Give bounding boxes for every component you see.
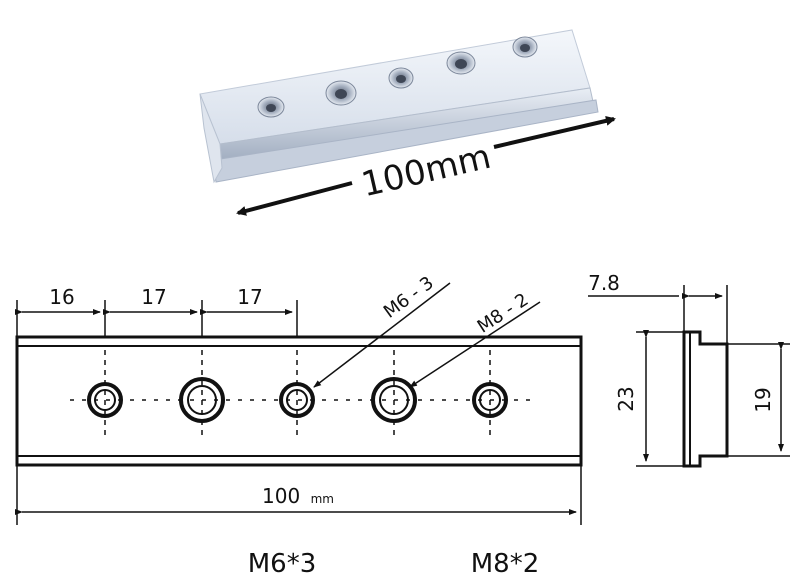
dim-text-7-8: 7.8 bbox=[588, 271, 620, 295]
photo-hole-2 bbox=[325, 80, 357, 106]
dim-text-17b: 17 bbox=[237, 285, 262, 309]
dim-text-16: 16 bbox=[49, 285, 74, 309]
front-view-drawing bbox=[15, 282, 583, 525]
dim-text-overall-value: 100 bbox=[262, 484, 300, 508]
dim-text-17a: 17 bbox=[141, 285, 166, 309]
caption-m6: M6*3 bbox=[248, 549, 317, 579]
photo-hole-3 bbox=[388, 67, 414, 89]
dim-text-23: 23 bbox=[614, 386, 638, 411]
hole-4-m8 bbox=[371, 377, 417, 423]
slider-end-face bbox=[199, 93, 223, 184]
photo-arrow-right bbox=[493, 115, 616, 149]
hole-3-m6 bbox=[279, 382, 315, 418]
leader-m8 bbox=[409, 301, 541, 388]
photo-hole-1 bbox=[257, 96, 285, 118]
product-photo: 100mm bbox=[199, 29, 616, 216]
dim-text-overall: 100 mm bbox=[262, 484, 334, 508]
photo-hole-4 bbox=[446, 51, 476, 75]
photo-hole-5 bbox=[512, 36, 538, 58]
side-view-drawing bbox=[588, 285, 790, 468]
dim-text-overall-unit: mm bbox=[311, 492, 334, 506]
caption-m8: M8*2 bbox=[471, 549, 540, 579]
leader-m6 bbox=[313, 282, 451, 388]
hole-5-m6 bbox=[472, 382, 508, 418]
hole-2-m8 bbox=[179, 377, 225, 423]
dim-text-19: 19 bbox=[751, 387, 775, 412]
slider-outline bbox=[15, 335, 583, 467]
hole-1-m6 bbox=[87, 382, 123, 418]
photo-arrow-left bbox=[236, 181, 353, 216]
